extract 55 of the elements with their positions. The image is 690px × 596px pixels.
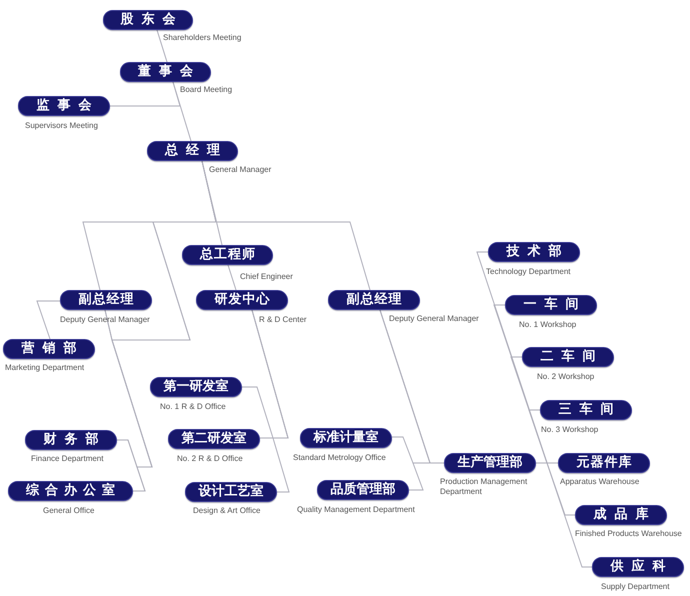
department-pill: 成品库 [575,505,667,525]
english-caption: Board Meeting [180,85,232,95]
department-pill: 股东会 [103,10,193,30]
connector-line [536,462,592,568]
department-pill: 技术部 [488,242,580,262]
department-pill: 设计工艺室 [185,482,277,502]
department-pill: 财务部 [25,430,117,450]
english-caption: Supply Department [601,582,670,592]
department-pill: 总经理 [147,141,238,161]
english-caption: Standard Metrology Office [293,453,386,463]
english-caption: General Manager [209,165,272,175]
english-caption: Marketing Department [5,363,84,373]
department-pill: 副总经理 [60,290,152,310]
english-caption: Production Management Department [440,477,528,497]
department-pill: 三车间 [540,400,632,420]
department-pill: 副总经理 [328,290,420,310]
department-pill: 标准计量室 [300,428,392,448]
english-caption: No. 2 Workshop [537,372,594,382]
department-pill: 董事会 [120,62,211,82]
english-caption: No. 3 Workshop [541,425,598,435]
english-caption: Supervisors Meeting [25,121,98,131]
connector-line [110,82,181,106]
department-pill: 综合办公室 [8,481,133,501]
english-caption: Technology Department [486,267,570,277]
department-pill: 二车间 [522,347,614,367]
department-pill: 研发中心 [196,290,288,310]
english-caption: Apparatus Warehouse [560,477,640,487]
connector-line [228,264,236,290]
english-caption: Deputy General Manager [389,314,479,324]
connector-line [528,410,548,464]
department-pill: 总工程师 [182,245,273,265]
english-caption: No. 2 R & D Office [177,454,243,464]
connector-line [252,310,290,492]
english-caption: Finance Department [31,454,104,464]
english-caption: Deputy General Manager [60,315,150,325]
english-caption: Chief Engineer [240,272,293,282]
department-pill: 第一研发室 [150,377,242,397]
department-pill: 监事会 [18,96,110,116]
english-caption: R & D Center [259,315,307,325]
department-pill: 生产管理部 [444,453,536,473]
department-pill: 一车间 [505,295,597,315]
english-caption: No. 1 Workshop [519,320,576,330]
english-caption: Finished Products Warehouse [575,529,682,539]
connector-line [156,30,168,62]
department-pill: 供应科 [592,557,684,577]
english-caption: Design & Art Office [193,506,260,516]
english-caption: No. 1 R & D Office [160,402,226,412]
department-pill: 营销部 [3,339,95,359]
department-pill: 第二研发室 [168,429,260,449]
english-caption: Shareholders Meeting [163,33,242,43]
connector-line [36,300,60,340]
english-caption: Quality Management Department [297,505,415,515]
department-pill: 元器件库 [558,453,650,473]
department-pill: 品质管理部 [317,480,409,500]
english-caption: General Office [43,506,94,516]
